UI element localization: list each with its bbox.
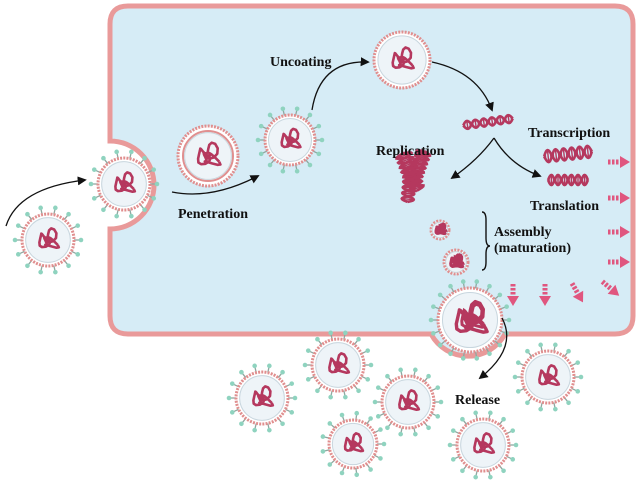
transcription-arrow xyxy=(493,137,542,178)
replication-arrow xyxy=(450,137,495,180)
virion-icon xyxy=(442,248,470,276)
arrow-icon xyxy=(608,156,630,168)
virions-layer xyxy=(12,30,584,480)
virion-icon xyxy=(428,279,512,361)
label-translation: Translation xyxy=(530,199,599,214)
label-penetration: Penetration xyxy=(178,207,248,222)
virion-icon xyxy=(320,410,387,478)
virion-icon xyxy=(372,367,444,437)
translation-export-arrows xyxy=(507,156,630,306)
entry-arrow xyxy=(5,176,87,227)
virion-icon xyxy=(429,219,451,241)
label-release: Release xyxy=(455,393,500,408)
helix-layer xyxy=(395,113,594,204)
host-cell xyxy=(107,3,636,359)
virion-icon xyxy=(512,342,584,412)
virion-icon xyxy=(226,363,298,433)
arrow-icon xyxy=(507,284,519,306)
label-transcription: Transcription xyxy=(528,126,610,141)
arrow-icon xyxy=(608,256,630,268)
label-uncoating: Uncoating xyxy=(270,55,331,70)
helix-icon xyxy=(462,113,514,131)
label-assembly: Assembly xyxy=(494,225,552,240)
virion-icon xyxy=(447,410,519,480)
assembly-bracket xyxy=(481,211,491,271)
release-arrow xyxy=(478,317,508,380)
virion-icon xyxy=(176,124,240,188)
arrow-icon xyxy=(608,226,630,238)
uncoating-arrow xyxy=(311,57,370,111)
helix-icon xyxy=(546,173,590,187)
process-arrows xyxy=(5,57,542,380)
arrow-icon xyxy=(569,282,584,303)
helix-icon xyxy=(542,144,594,164)
virion-icon xyxy=(372,30,432,90)
arrow-icon xyxy=(539,284,551,306)
penetration-arrow xyxy=(171,175,260,195)
virion-icon xyxy=(302,330,374,400)
helix-icon xyxy=(400,166,418,204)
arrow-icon xyxy=(608,192,630,204)
transport-arrow xyxy=(431,61,494,112)
virion-icon xyxy=(255,106,325,174)
labels: Uncoating Penetration Replication Transc… xyxy=(178,55,610,408)
label-maturation: (maturation) xyxy=(494,241,571,256)
virion-icon xyxy=(88,149,160,219)
label-replication: Replication xyxy=(376,144,445,159)
virion-icon xyxy=(12,205,84,275)
arrow-icon xyxy=(600,279,620,296)
